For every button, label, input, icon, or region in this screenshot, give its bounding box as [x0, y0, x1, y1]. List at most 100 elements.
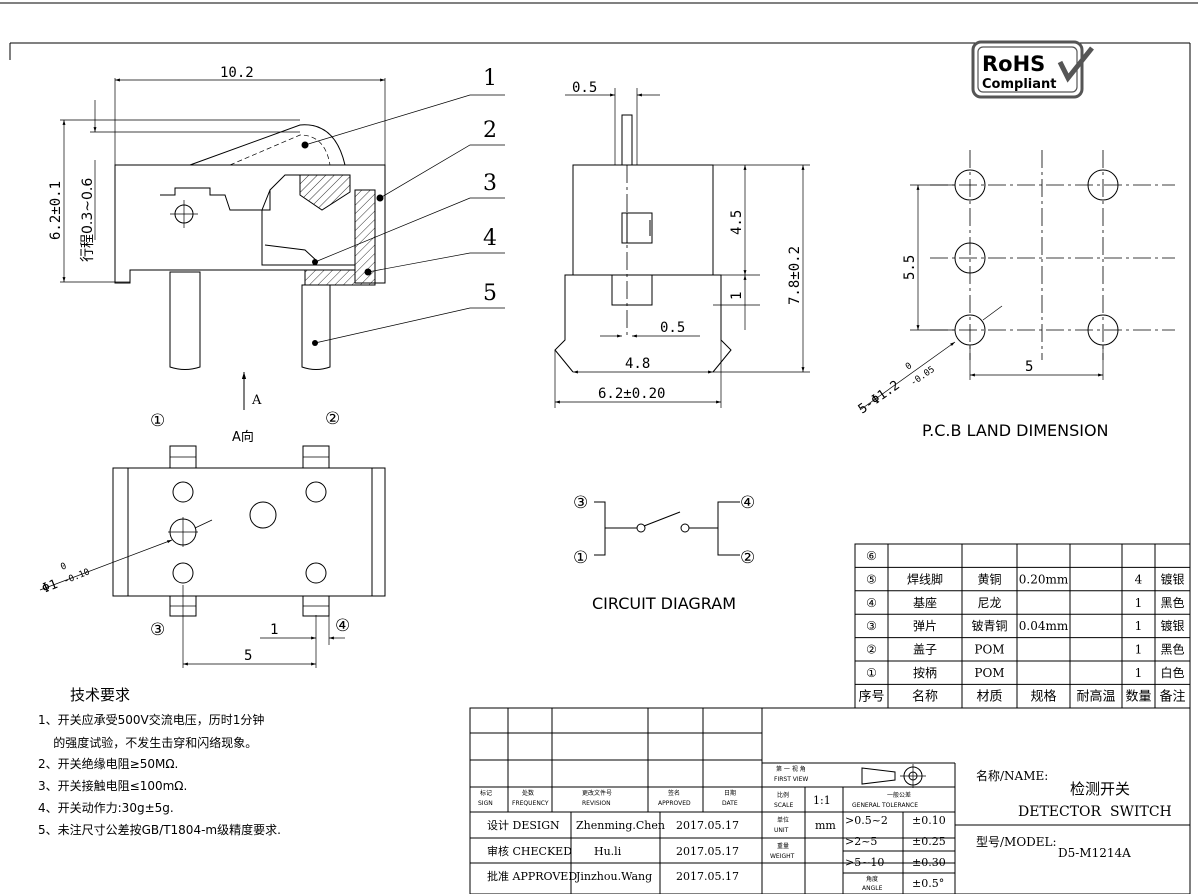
bom-cell: 黄铜 [977, 571, 1001, 586]
tol-value: ±0.30 [912, 856, 946, 869]
hdr-approved-cn: 签名 [668, 789, 680, 797]
tech-heading: 技术要求 [70, 686, 130, 704]
pin-label-1: ① [150, 411, 165, 431]
hdr-rev-cn: 更改文件号 [582, 789, 612, 797]
scale-value: 1:1 [813, 794, 831, 807]
hdr-freq-en: FREQUENCY [512, 800, 549, 807]
model-value: D5-M1214A [1058, 846, 1131, 860]
bom-cell: 基座 [913, 595, 937, 610]
terminal-3: ③ [573, 493, 588, 513]
bom-cell: ⑥ [866, 549, 877, 563]
first-view-en: FIRST VIEW [774, 776, 808, 783]
dim-1: 1 [729, 292, 745, 300]
callout-1: 1 [483, 66, 497, 91]
tech-line: 5、未注尺寸公差按GB/T1804-m级精度要求. [38, 822, 281, 837]
bom-cell: 4 [1135, 572, 1143, 586]
bom-cell: ⑤ [866, 572, 877, 586]
hdr-rev-en: REVISION [582, 800, 611, 807]
dim-height-6-2: 6.2±0.1 [48, 181, 64, 240]
bottom-hole-dim: Φ1 [40, 577, 60, 597]
dim-4-5: 4.5 [729, 210, 745, 235]
bom-cell: 铍青铜 [971, 618, 1007, 633]
bom-cell: 1 [1135, 596, 1143, 610]
dim-travel: 行程0.3~0.6 [80, 178, 96, 262]
bom-cell: POM [974, 643, 1004, 657]
bom-cell: 1 [1135, 666, 1143, 680]
bom-cell: 镀银 [1160, 572, 1184, 586]
bottom-view: A向 ① ② ③ ④ Φ1 0 -0.10 1 [39, 409, 386, 668]
compliant-logo-text: Compliant [982, 77, 1056, 92]
tech-line: 4、开关动作力:30g±5g. [38, 801, 174, 815]
bottom-hole-tol-upper: 0 [59, 561, 68, 572]
pcb-land-dimension: 5.5 5 5-Φ1.2 0 -0.05 P.C.B LAND DIMENSIO… [856, 150, 1175, 440]
bom-header-cell: 名称 [912, 688, 938, 704]
terminal-1: ① [573, 548, 588, 568]
bom-header-cell: 备注 [1159, 688, 1185, 704]
bom-cell: 0.04mm [1019, 619, 1069, 633]
pcb-dim-5-5: 5.5 [902, 255, 918, 280]
callout-5: 5 [483, 281, 497, 306]
unit-cn: 单位 [777, 816, 789, 824]
dim-0-5-lower: 0.5 [660, 320, 685, 336]
weight-en: WEIGHT [770, 853, 795, 860]
dim-height-7-8: 7.8±0.2 [787, 246, 803, 305]
bom-cell: 黑色 [1160, 643, 1184, 657]
role-approved-label: 批准 APPROVED [487, 869, 577, 883]
first-angle-projection-icon [861, 764, 926, 788]
bom-cell: 1 [1135, 643, 1143, 657]
tol-angle-en: ANGLE [862, 885, 883, 892]
pcb-hole-tol-upper: 0 [904, 361, 914, 372]
tol-angle-cn: 角度 [866, 875, 878, 883]
tech-line: 1、开关应承受500V交流电压，历时1分钟 [38, 712, 264, 727]
tolerance-cn: 一般公差 [887, 791, 911, 799]
bom-cell: 焊线脚 [907, 571, 943, 586]
tol-value: ±0.5° [912, 877, 944, 890]
hdr-freq-cn: 处数 [522, 789, 534, 797]
tol-range: >5~10 [845, 856, 884, 869]
scale-en: SCALE [774, 802, 793, 809]
tech-line: 2、开关绝缘电阻≥50MΩ. [38, 756, 178, 771]
name-label: 名称/NAME: [976, 768, 1048, 783]
bom-cell: 黑色 [1160, 596, 1184, 610]
bom-cell: 尼龙 [977, 596, 1001, 610]
front-view: 0.5 4.5 1 7.8±0.2 0.5 4.8 6.2±0 [554, 80, 810, 408]
unit-en: UNIT [774, 827, 789, 834]
role-design-label: 设计 DESIGN [487, 819, 560, 832]
first-view-cn: 第 一 视 角 [776, 765, 806, 773]
hdr-approved-en: APPROVED [658, 800, 691, 807]
pcb-title: P.C.B LAND DIMENSION [922, 421, 1109, 440]
terminal-2: ② [740, 548, 755, 568]
bottom-view-title: A向 [232, 429, 254, 445]
side-view: 10.2 6.2±0.1 行程0.3~0.6 [48, 65, 505, 410]
callout-2: 2 [483, 118, 497, 143]
role-checked-date: 2017.05.17 [676, 845, 739, 858]
pcb-hole [954, 242, 986, 274]
pcb-hole-dim: 5-Φ1.2 [856, 378, 903, 417]
bom-cell: 按柄 [913, 666, 937, 680]
tol-range: >0.5~2 [845, 814, 888, 827]
weight-cn: 重量 [777, 842, 789, 850]
bom-cell: 0.20mm [1019, 572, 1069, 586]
bom-cell: 盖子 [913, 643, 937, 657]
pcb-dim-5: 5 [1025, 359, 1033, 375]
bom-cell: ④ [866, 596, 877, 610]
technical-requirements: 技术要求 1、开关应承受500V交流电压，历时1分钟 的强度试验，不发生击穿和闪… [38, 686, 281, 837]
tol-value: ±0.10 [912, 814, 946, 827]
hdr-date-en: DATE [722, 800, 738, 807]
product-name-cn: 检测开关 [1070, 780, 1130, 798]
model-label: 型号/MODEL: [976, 835, 1057, 849]
pin-label-2: ② [325, 409, 340, 429]
role-checked-label: 审核 CHECKED [487, 844, 572, 858]
bom-header-cell: 材质 [976, 689, 1002, 704]
bom-cell: ② [866, 643, 877, 657]
rohs-compliant-logo: RoHS Compliant [971, 40, 1094, 99]
dim-top-0-5: 0.5 [572, 80, 597, 96]
bom-cell: 弹片 [913, 619, 937, 633]
bom-cell: ③ [866, 619, 877, 633]
tol-value: ±0.25 [912, 835, 946, 848]
role-approved-date: 2017.05.17 [676, 870, 739, 883]
pin-label-4: ④ [335, 616, 350, 636]
bom-cell: POM [974, 666, 1004, 680]
